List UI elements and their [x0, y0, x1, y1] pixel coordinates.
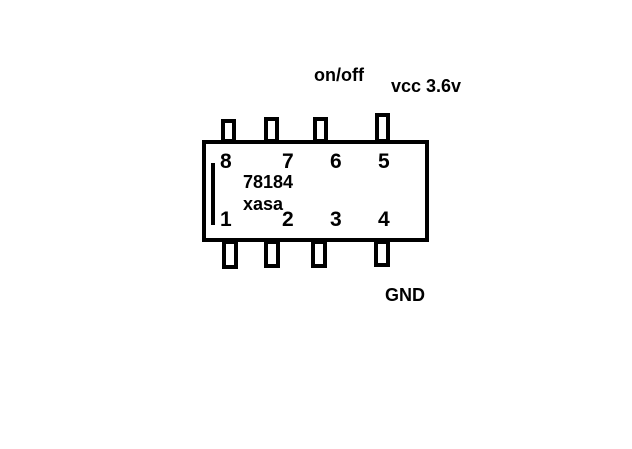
pin-6-lead [313, 117, 328, 143]
chip-marking-code: xasa [243, 194, 284, 214]
pin-7-lead [264, 117, 279, 143]
chip-body [202, 140, 429, 242]
pin-3-lead [311, 240, 327, 268]
pin-2-lead [264, 240, 280, 268]
pin-number-5: 5 [378, 150, 390, 173]
pin-number-1: 1 [220, 208, 232, 231]
pin-number-7: 7 [282, 150, 294, 173]
on-off-label: on/off [314, 65, 365, 85]
pin-5-lead [375, 113, 390, 143]
vcc-label: vcc 3.6v [391, 76, 461, 96]
pin-8-lead [221, 119, 236, 143]
pin-1-lead [222, 240, 238, 269]
pin-number-2: 2 [282, 208, 294, 231]
pin-4-lead [374, 240, 390, 267]
pin-number-8: 8 [220, 150, 232, 173]
gnd-label: GND [385, 285, 425, 305]
pin-number-4: 4 [378, 208, 390, 231]
chip-marking-part-number: 78184 [243, 172, 293, 192]
pin-number-3: 3 [330, 208, 342, 231]
pin-number-6: 6 [330, 150, 342, 173]
